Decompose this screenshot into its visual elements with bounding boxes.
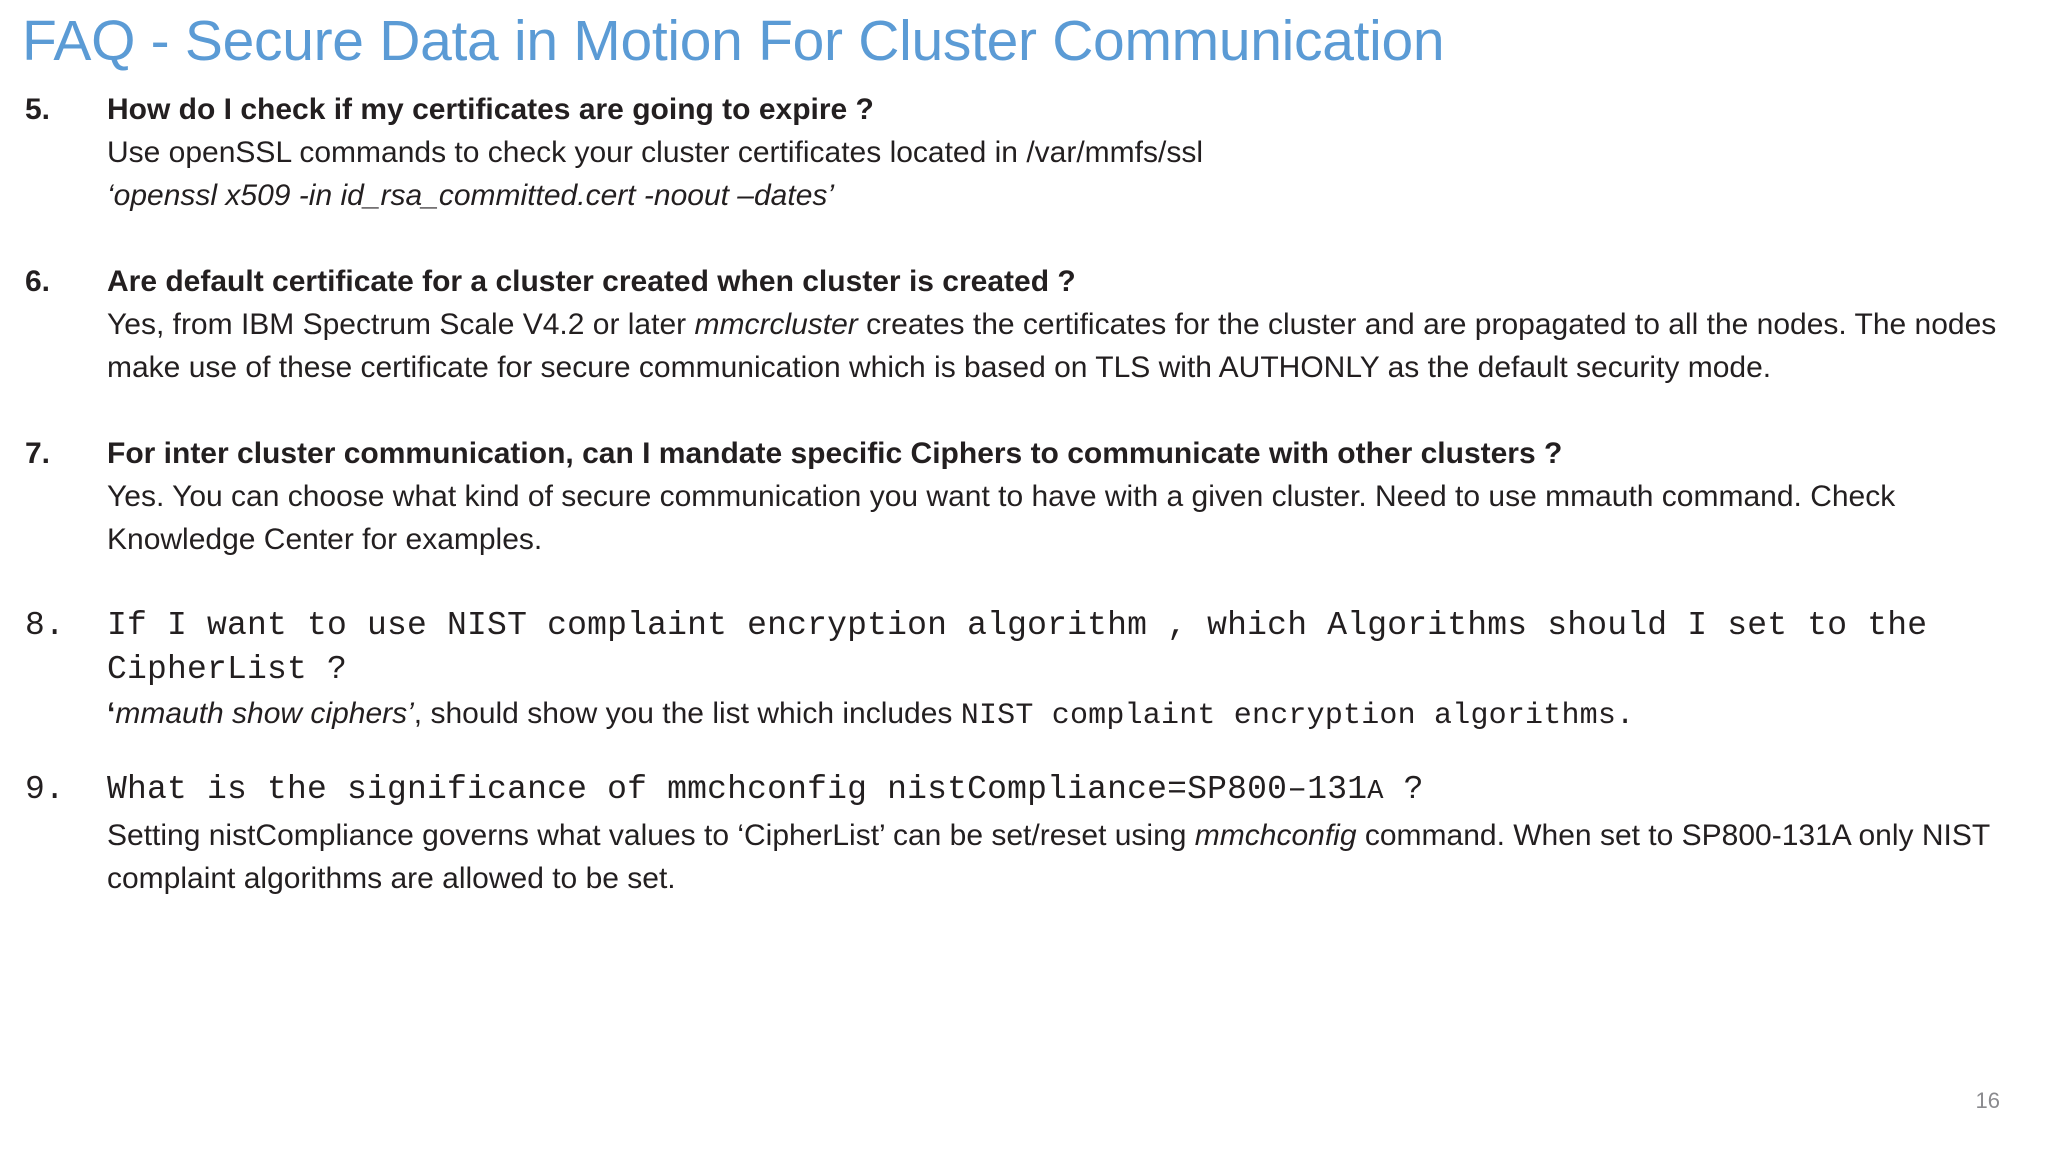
spacer-6-7 xyxy=(0,389,2048,432)
faq-answer-7: Yes. You can choose what kind of secure … xyxy=(107,480,1896,556)
faq-list: 5. How do I check if my certificates are… xyxy=(0,88,2048,900)
faq-answer-8-part-c: , should show you the list which include… xyxy=(413,697,961,730)
faq-answer-9-command: mmchconfig xyxy=(1194,819,1357,852)
faq-answer-9: Setting nistCompliance governs what valu… xyxy=(107,814,2048,900)
faq-question-9: What is the significance of mmchconfig n… xyxy=(107,768,2048,814)
spacer-5-6 xyxy=(0,217,2048,260)
faq-question-5: How do I check if my certificates are go… xyxy=(107,93,874,126)
faq-number-8: 8. xyxy=(25,607,65,644)
faq-item-5: 5. How do I check if my certificates are… xyxy=(0,88,2048,217)
spacer-8-9 xyxy=(0,738,2048,768)
faq-question-7: For inter cluster communication, can I m… xyxy=(107,437,1563,470)
faq-answer-6-part-a: Yes, from IBM Spectrum Scale V4.2 or lat… xyxy=(107,308,695,341)
faq-item-9: 9. What is the significance of mmchconfi… xyxy=(0,768,2048,900)
faq-number-9: 9. xyxy=(25,771,65,808)
faq-answer-6-part-c: creates the certificates for the cluster… xyxy=(107,308,1997,384)
faq-answer-9-part-a: Setting nistCompliance governs what valu… xyxy=(107,819,1195,852)
faq-question-6: Are default certificate for a cluster cr… xyxy=(107,265,1076,298)
faq-question-9-part-2: ? xyxy=(1383,771,1424,808)
faq-number-5: 5. xyxy=(25,93,51,126)
faq-answer-8-command: mmauth show ciphers’ xyxy=(115,697,414,730)
faq-question-9-suffix: A xyxy=(1367,777,1384,807)
faq-number-6: 6. xyxy=(25,265,51,298)
faq-answer-8-quote-open: ‘ xyxy=(107,697,116,730)
faq-answer-8-mono: NIST complaint encryption algorithms. xyxy=(960,699,1635,733)
slide-title: FAQ - Secure Data in Motion For Cluster … xyxy=(22,9,1445,73)
faq-answer-5-line2: ‘openssl x509 -in id_rsa_committed.cert … xyxy=(107,179,835,212)
spacer-7-8 xyxy=(0,561,2048,604)
faq-answer-9-part-c: command. When set to SP800-131A only NIS… xyxy=(107,819,1990,895)
faq-answer-8: ‘mmauth show ciphers’, should show you t… xyxy=(107,692,2048,738)
faq-item-6: 6. Are default certificate for a cluster… xyxy=(0,260,2048,389)
faq-question-8: If I want to use NIST complaint encrypti… xyxy=(107,607,1928,688)
page-number: 16 xyxy=(1975,1088,2000,1113)
faq-answer-5-line1: Use openSSL commands to check your clust… xyxy=(107,136,1203,169)
faq-item-7: 7. For inter cluster communication, can … xyxy=(0,432,2048,561)
faq-number-7: 7. xyxy=(25,437,51,470)
faq-question-9-part-1: What is the significance of mmchconfig n… xyxy=(107,771,1368,808)
faq-answer-6-command: mmcrcluster xyxy=(694,308,858,341)
faq-answer-6: Yes, from IBM Spectrum Scale V4.2 or lat… xyxy=(107,303,2048,389)
faq-item-8: 8. If I want to use NIST complaint encry… xyxy=(0,604,2048,738)
